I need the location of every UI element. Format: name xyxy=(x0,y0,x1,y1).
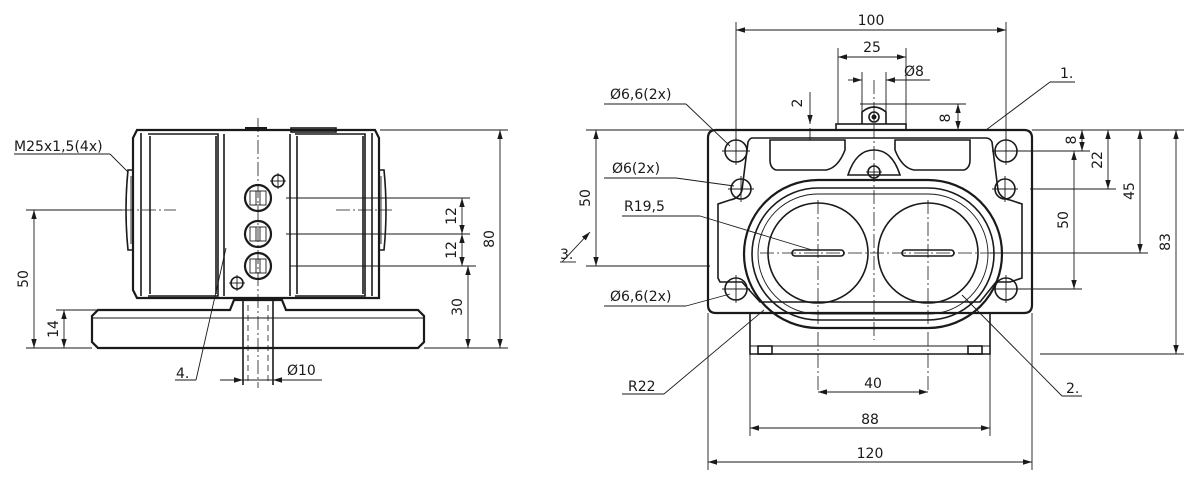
dim-50-front-left: 50 xyxy=(578,189,594,207)
dim-dia10: Ø10 xyxy=(287,363,316,379)
dim-8-right: 8 xyxy=(1064,136,1080,145)
dim-88: 88 xyxy=(861,412,879,428)
callout-2: 2. xyxy=(1066,381,1079,397)
dim-30: 30 xyxy=(450,298,466,316)
led-indicators xyxy=(243,183,273,281)
side-view xyxy=(14,118,508,388)
hole-bot-label: Ø6,6(2x) xyxy=(610,289,671,305)
dim-12-upper: 12 xyxy=(444,207,460,225)
dim-80: 80 xyxy=(482,230,498,248)
callout-4: 4. xyxy=(176,366,189,382)
callout-1: 1. xyxy=(1060,66,1073,82)
side-view-labels: M25x1,5(4x) 50 14 80 30 12 12 Ø10 4. xyxy=(14,139,498,382)
dim-83: 83 xyxy=(1158,233,1174,251)
dim-12-lower: 12 xyxy=(444,241,460,259)
thread-label: M25x1,5(4x) xyxy=(14,139,103,155)
dim-25: 25 xyxy=(863,40,881,56)
callout-3: 3. xyxy=(560,247,573,263)
dim-50-left: 50 xyxy=(16,270,32,288)
dim-8-top: 8 xyxy=(938,114,954,123)
dim-45: 45 xyxy=(1122,182,1138,200)
hole-mid-label: Ø6(2x) xyxy=(612,161,660,177)
dim-dia8: Ø8 xyxy=(904,64,924,80)
dim-40: 40 xyxy=(864,376,882,392)
dim-120: 120 xyxy=(857,446,884,462)
radius-22: R22 xyxy=(628,379,656,395)
dim-2: 2 xyxy=(790,99,806,108)
dim-14: 14 xyxy=(46,320,62,338)
front-view xyxy=(560,22,1184,470)
dim-22: 22 xyxy=(1090,151,1106,169)
hole-top-label: Ø6,6(2x) xyxy=(610,87,671,103)
radius-19-5: R19,5 xyxy=(624,199,665,215)
dim-100: 100 xyxy=(858,13,885,29)
dim-50-front-right: 50 xyxy=(1056,211,1072,229)
front-view-labels: 100 25 Ø8 2 8 1. Ø6,6(2x) Ø6(2x) R19,5 5… xyxy=(560,13,1174,462)
